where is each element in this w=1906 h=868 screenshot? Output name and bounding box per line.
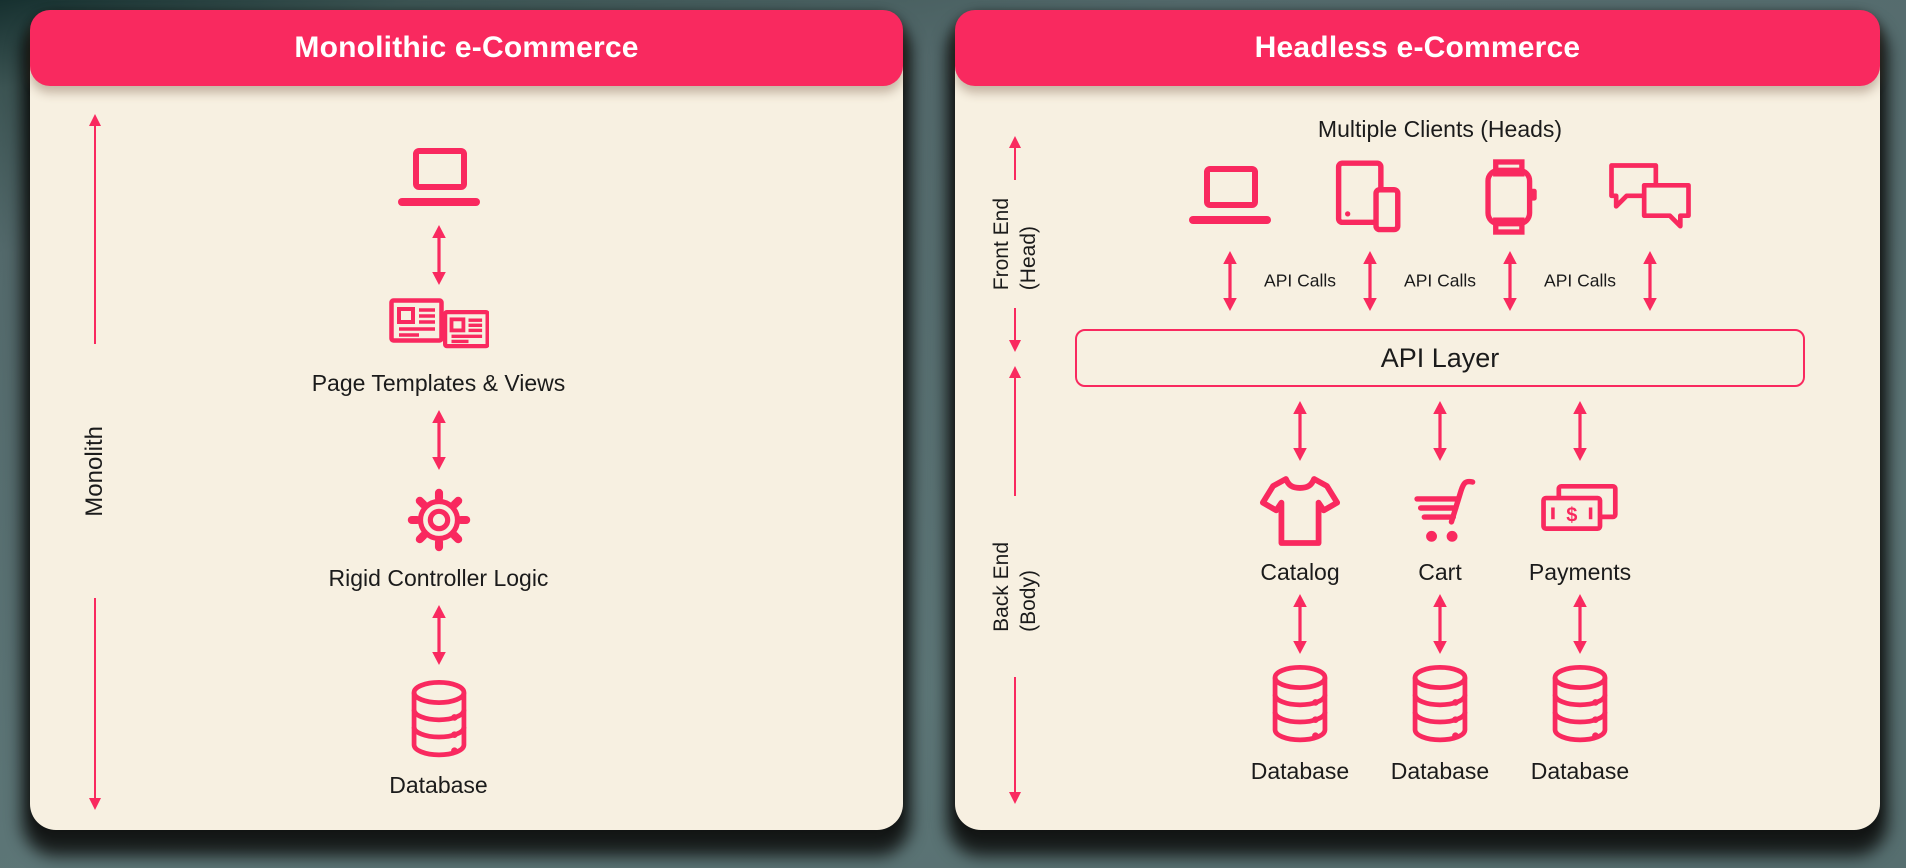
payments-label: Payments (1528, 559, 1632, 585)
headless-main: Multiple Clients (Heads) API Calls API C… (1075, 86, 1880, 830)
service-payments: $ Payments Database (1510, 401, 1650, 785)
database-label: Database (1250, 758, 1350, 784)
double-arrow-icon (1220, 251, 1240, 311)
service-catalog: Catalog Database (1230, 401, 1370, 785)
double-arrow-icon (1290, 594, 1310, 654)
cart-label: Cart (1418, 559, 1462, 585)
front-end-axis-label: Front End (Head) (989, 197, 1040, 291)
api-calls-label: API Calls (1404, 270, 1476, 291)
axis-arrow-up-icon (87, 114, 103, 344)
double-arrow-icon (1500, 251, 1520, 311)
svg-text:$: $ (1566, 505, 1577, 527)
monolith-flow: Page Templates & Views Rigid Controller … (160, 86, 903, 830)
laptop-icon (1187, 164, 1273, 230)
laptop-icon (396, 146, 482, 212)
axis-arrow-up-icon (1007, 366, 1023, 496)
cart-icon (1400, 469, 1480, 553)
double-arrow-icon (429, 225, 449, 285)
double-arrow-icon (429, 410, 449, 470)
double-arrow-icon (1430, 594, 1450, 654)
service-cart: Cart Database (1370, 401, 1510, 785)
double-arrow-icon (1360, 251, 1380, 311)
api-calls-label: API Calls (1264, 270, 1336, 291)
axis-arrow-down-icon (1007, 308, 1023, 352)
back-end-axis: Back End (Body) (955, 366, 1075, 804)
back-end-axis-label: Back End (Body) (989, 541, 1040, 632)
clients-heading: Multiple Clients (Heads) (1317, 116, 1563, 142)
double-arrow-icon (1640, 251, 1660, 311)
page-templates-label: Page Templates & Views (311, 370, 566, 396)
smartwatch-icon (1480, 159, 1540, 235)
clients-row (1160, 151, 1720, 243)
database-label: Database (1530, 758, 1630, 784)
axis-arrow-down-icon (87, 598, 103, 810)
headless-panel-title: Headless e-Commerce (1254, 31, 1581, 64)
double-arrow-icon (1290, 401, 1310, 461)
headless-panel-body: Front End (Head) Back End (Body) (955, 86, 1880, 830)
database-icon (1262, 662, 1338, 750)
axis-arrow-up-icon (1007, 136, 1023, 180)
double-arrow-icon (1570, 401, 1590, 461)
monolithic-panel-header: Monolithic e-Commerce (30, 10, 903, 86)
services-grid: Catalog Database Cart Database (1230, 401, 1650, 785)
catalog-label: Catalog (1260, 559, 1340, 585)
api-calls-row: API Calls API Calls API Calls (1160, 251, 1720, 311)
tablet-phone-icon (1335, 159, 1405, 235)
monolith-axis: Monolith (30, 86, 160, 830)
gear-icon (402, 483, 476, 557)
monolithic-panel: Monolithic e-Commerce Monolith Page Temp… (30, 10, 903, 830)
axis-arrow-down-icon (1007, 676, 1023, 804)
double-arrow-icon (1570, 594, 1590, 654)
controller-logic-label: Rigid Controller Logic (328, 565, 549, 591)
double-arrow-icon (429, 605, 449, 665)
database-icon (1402, 662, 1478, 750)
money-icon: $ (1540, 469, 1620, 553)
headless-axis: Front End (Head) Back End (Body) (955, 86, 1075, 830)
double-arrow-icon (1430, 401, 1450, 461)
api-layer-box: API Layer (1075, 329, 1805, 387)
monolithic-panel-body: Monolith Page Templates & Views Rigid Co… (30, 86, 903, 830)
database-label: Database (1390, 758, 1490, 784)
page-templates-icon (388, 298, 489, 362)
tshirt-icon (1259, 469, 1341, 553)
database-icon (1542, 662, 1618, 750)
database-label: Database (389, 772, 488, 798)
database-icon (401, 678, 477, 764)
front-end-axis: Front End (Head) (990, 136, 1041, 352)
monolith-axis-label: Monolith (81, 425, 108, 517)
monolithic-panel-title: Monolithic e-Commerce (294, 31, 639, 64)
chat-bubbles-icon (1608, 162, 1692, 232)
headless-panel: Headless e-Commerce Front End (Head) (955, 10, 1880, 830)
headless-panel-header: Headless e-Commerce (955, 10, 1880, 86)
api-layer-label: API Layer (1380, 342, 1500, 373)
api-calls-label: API Calls (1544, 270, 1616, 291)
